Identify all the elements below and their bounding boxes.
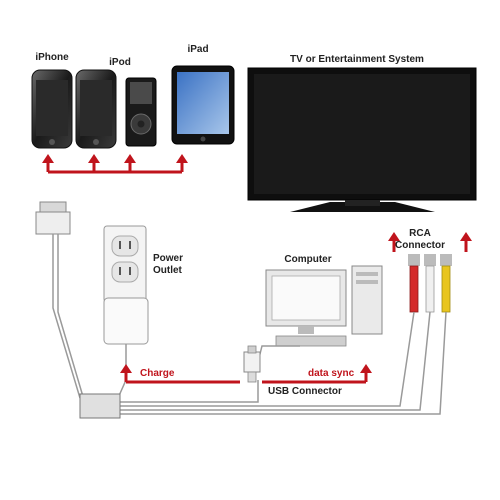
- ipod-label: iPod: [109, 57, 131, 68]
- iphone-image-1: [31, 69, 73, 149]
- ipad-image: [171, 65, 235, 145]
- rca-plugs: [408, 254, 452, 313]
- power-outlet-label-line2: Outlet: [153, 265, 183, 276]
- rca-label-line1: RCA: [409, 228, 431, 239]
- tv-label: TV or Entertainment System: [290, 54, 424, 65]
- cables: [52, 234, 447, 415]
- data-sync-label: data sync: [308, 368, 355, 379]
- charge-label: Charge: [140, 368, 175, 379]
- power-outlet-image: [103, 225, 147, 303]
- computer-label: Computer: [284, 254, 331, 265]
- data-sync-arrow: [262, 364, 372, 384]
- device-arrows: [42, 154, 188, 174]
- rca-label-line2: Connector: [395, 240, 445, 251]
- ipad-label: iPad: [187, 44, 208, 55]
- iphone-image-2: [75, 69, 117, 149]
- ipod-image: [125, 77, 157, 147]
- dock-connector-image: [35, 201, 71, 235]
- wall-charger-image: [103, 297, 149, 345]
- power-outlet-label-line1: Power: [153, 253, 183, 264]
- usb-connector-image: [243, 345, 261, 383]
- computer-image: [265, 265, 383, 347]
- iphone-label: iPhone: [35, 52, 69, 63]
- splitter-box-image: [79, 393, 121, 419]
- usb-connector-label: USB Connector: [268, 386, 342, 397]
- charge-arrow: [120, 364, 240, 384]
- tv-image: [247, 67, 477, 212]
- rca-arrows: [388, 232, 472, 252]
